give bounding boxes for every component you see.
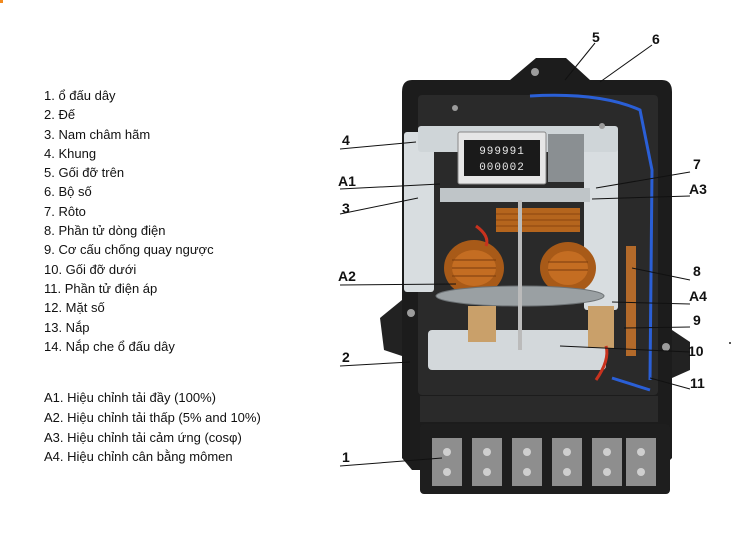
left-mounting-lug — [380, 300, 402, 356]
leader-6 — [599, 44, 653, 83]
legend-item-terminal-cover: 14. Nắp che ổ đấu dây — [44, 338, 175, 354]
current-element-upper — [496, 208, 580, 232]
screw — [599, 123, 605, 129]
legend-item-anti-reverse: 9. Cơ cấu chống quay ngược — [44, 242, 214, 258]
copper-bus-bar — [626, 246, 636, 356]
callout-labels: 5 6 4 A1 3 7 A3 A2 8 A4 9 2 10 11 1 — [338, 29, 707, 465]
leader-a4 — [611, 301, 691, 305]
frame-bottom-bar — [428, 330, 606, 370]
leader-5 — [564, 42, 596, 81]
blue-wire-2 — [611, 376, 651, 392]
leader-7 — [595, 171, 691, 189]
legend-item-register: 6. Bộ số — [44, 184, 92, 200]
brake-magnet-right — [588, 306, 614, 348]
legend-item-frame: 4. Khung — [44, 145, 97, 161]
red-wire — [475, 224, 489, 247]
leader-11 — [649, 377, 691, 390]
leader-a2 — [339, 283, 457, 286]
rotor-shaft — [518, 200, 522, 350]
corner-accent-mark — [0, 0, 3, 3]
register-window — [464, 140, 540, 176]
parts-legend: 1. ổ đấu dây 2. Đế 3. Nam châm hãm 4. Kh… — [44, 86, 344, 356]
coil-right — [540, 242, 596, 294]
right-mounting-lug — [672, 330, 690, 378]
callout-1: 1 — [342, 449, 350, 465]
adjustments-legend: A1. Hiệu chỉnh tải đầy (100%) A2. Hiệu c… — [44, 388, 344, 467]
legend-item-current-element: 8. Phần tử dòng điện — [44, 223, 166, 239]
leader-a3 — [591, 195, 691, 200]
leader-10 — [559, 345, 691, 353]
register-bottom-digits: 000002 — [479, 162, 525, 174]
legend-item-cover: 13. Nắp — [44, 319, 90, 335]
upper-bearing-plate — [440, 188, 590, 202]
callout-2: 2 — [342, 349, 350, 365]
register-top-digits: 999991 — [479, 146, 525, 158]
screw — [407, 309, 415, 317]
legend-item-dial: 12. Mặt số — [44, 300, 105, 316]
callout-10: 10 — [688, 343, 704, 359]
callout-a1: A1 — [338, 173, 356, 189]
legend-item-rotor: 7. Rôto — [44, 203, 86, 219]
screw — [531, 68, 539, 76]
coil-left — [444, 240, 504, 296]
legend-item-a1: A1. Hiệu chỉnh tải đầy (100%) — [44, 390, 216, 405]
callout-8: 8 — [693, 263, 701, 279]
screw — [452, 105, 458, 111]
legend-item-brake-magnet: 3. Nam châm hãm — [44, 126, 151, 142]
blue-wire — [529, 93, 654, 381]
callout-11: 11 — [690, 375, 705, 391]
leader-lines — [339, 42, 691, 467]
leader-3 — [339, 197, 419, 215]
callout-4: 4 — [342, 132, 350, 148]
legend-item-upper-bearing: 5. Gối đỡ trên — [44, 165, 125, 181]
callout-7: 7 — [693, 156, 701, 172]
legend-item-lower-bearing: 10. Gối đỡ dưới — [44, 261, 137, 277]
leader-a1 — [339, 183, 441, 190]
register-gear-box — [548, 134, 584, 182]
callout-a3: A3 — [689, 181, 707, 197]
leader-9 — [623, 326, 691, 329]
callout-5: 5 — [592, 29, 600, 45]
leader-4 — [339, 141, 417, 150]
legend-item-a4: A4. Hiệu chỉnh cân bằng mômen — [44, 449, 233, 465]
terminal-block — [420, 424, 670, 494]
base-strip — [420, 396, 658, 422]
brake-magnet-left — [468, 306, 496, 342]
callout-9: 9 — [693, 312, 701, 328]
callout-a2: A2 — [338, 268, 356, 284]
legend-item-voltage-element: 11. Phần tử điện áp — [44, 280, 158, 296]
callout-3: 3 — [342, 200, 350, 216]
legend-item-a3: A3. Hiệu chỉnh tải cảm ứng (cosφ) — [44, 429, 242, 445]
frame-left-rail — [404, 132, 434, 292]
stray-dot — [729, 342, 731, 344]
callout-a4: A4 — [689, 288, 707, 304]
leader-1 — [339, 457, 443, 467]
leader-8 — [631, 267, 691, 281]
meter-illustration: 999991 000002 — [380, 58, 690, 494]
callout-6: 6 — [652, 31, 660, 47]
screw — [662, 343, 670, 351]
legend-item-terminal-block: 1. ổ đấu dây — [44, 88, 116, 103]
leader-2 — [339, 361, 411, 367]
legend-item-a2: A2. Hiệu chỉnh tải thấp (5% and 10%) — [44, 409, 261, 425]
legend-item-base: 2. Đế — [44, 107, 76, 123]
